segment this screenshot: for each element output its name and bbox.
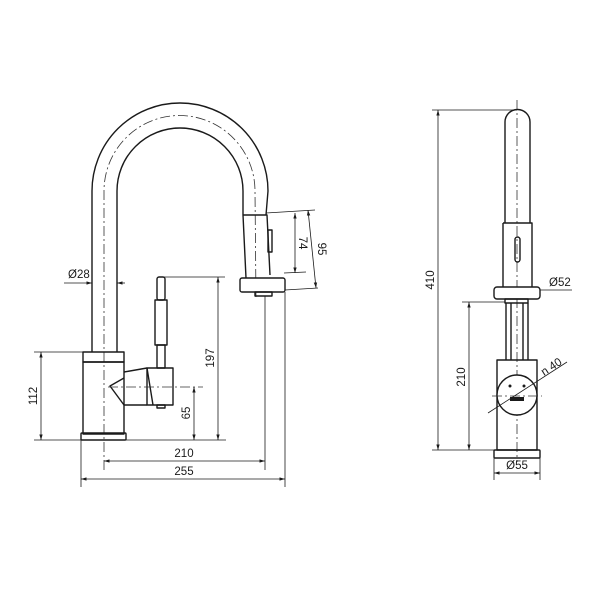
dim-pipe-diameter: Ø28 xyxy=(68,269,90,281)
spray-button xyxy=(267,229,273,253)
dim-overall-height: 410 xyxy=(425,270,437,289)
dim-base-diameter: Ø55 xyxy=(506,460,528,472)
front-view: 410 210 Ø52 Ø55 n 40 xyxy=(425,100,572,480)
spout xyxy=(91,102,269,470)
handle xyxy=(108,276,203,409)
dim-head-length-outer: 95 xyxy=(315,243,327,256)
dim-outlet-height: 210 xyxy=(456,367,468,386)
handle-front xyxy=(496,374,538,416)
spout-tube xyxy=(504,108,531,223)
faucet-body xyxy=(80,351,127,441)
dim-handle-axis-height: 65 xyxy=(181,407,193,420)
side-view: Ø28 112 65 197 74 95 210 255 xyxy=(28,102,327,487)
pull-out-head-front xyxy=(502,222,533,287)
front-dimension-lines xyxy=(432,109,572,480)
dim-head-flange-diameter: Ø52 xyxy=(549,277,571,289)
spray-button-front xyxy=(514,236,521,263)
dimension-lines xyxy=(34,209,319,487)
dim-body-height: 112 xyxy=(28,387,40,405)
dim-spout-reach: 210 xyxy=(174,448,193,460)
dim-handle-diameter: n 40 xyxy=(539,356,564,378)
dim-head-length-inner: 74 xyxy=(296,237,308,250)
dim-handle-top-height: 197 xyxy=(205,348,217,367)
pull-out-head xyxy=(239,214,286,297)
dim-overall-depth: 255 xyxy=(174,466,193,478)
